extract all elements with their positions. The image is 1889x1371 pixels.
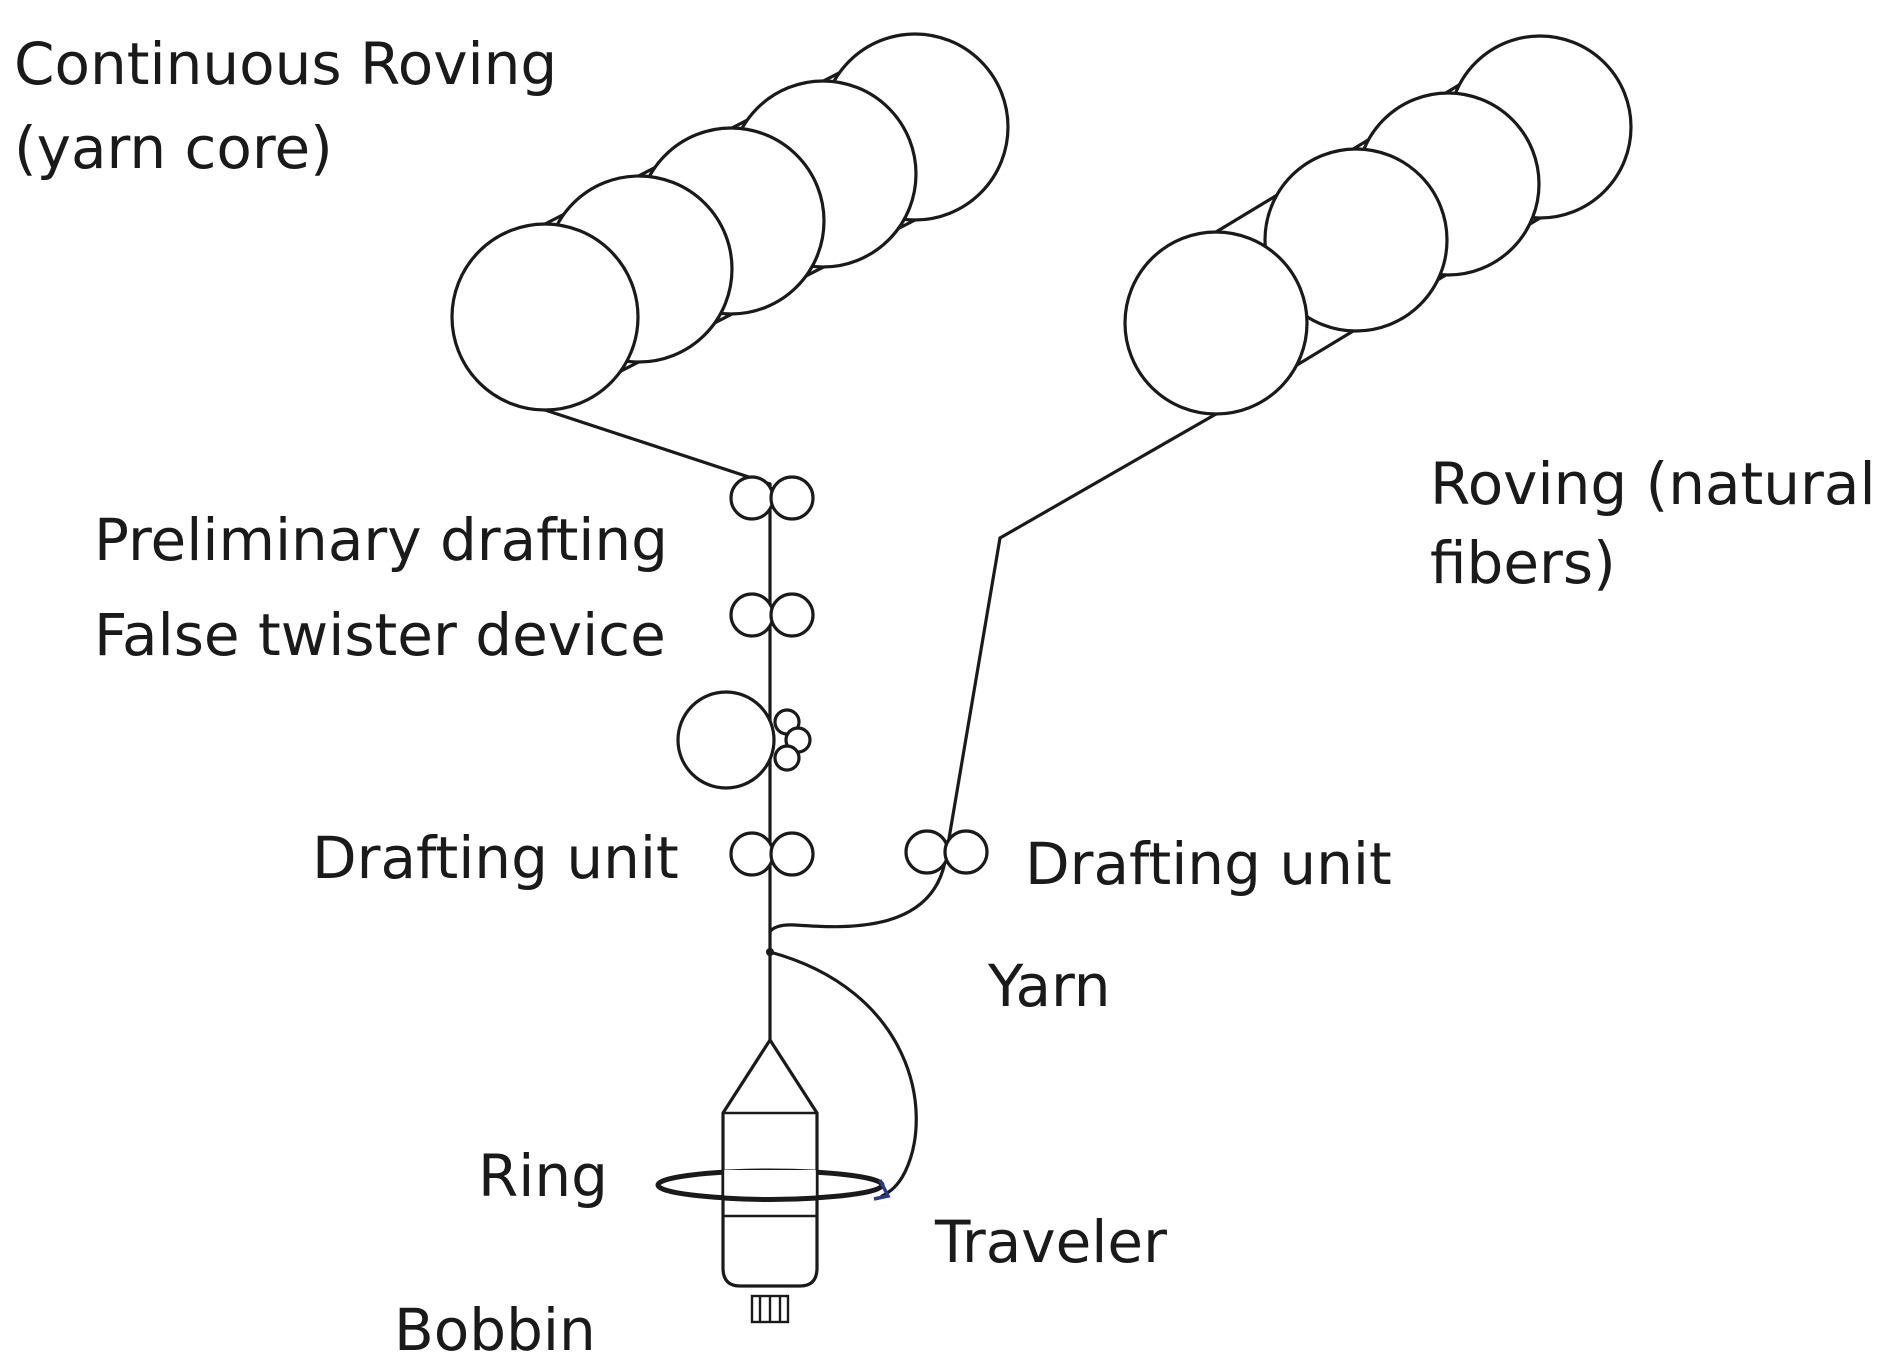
preliminary-drafting-rollers bbox=[729, 475, 815, 521]
bobbin-label: Bobbin bbox=[394, 1296, 596, 1364]
preliminary-drafting-label: Preliminary drafting bbox=[94, 506, 668, 574]
right-drafting-unit-label: Drafting unit bbox=[1025, 830, 1392, 898]
ring-label: Ring bbox=[478, 1142, 608, 1210]
false-twister-label: False twister device bbox=[94, 601, 666, 669]
yarn-balloon bbox=[766, 948, 918, 1198]
false-twister-rollers bbox=[729, 592, 815, 638]
left-drafting-unit-label: Drafting unit bbox=[312, 824, 679, 892]
left-drafting-unit-rollers bbox=[729, 831, 815, 877]
core-roving-label-line2: (yarn core) bbox=[14, 114, 333, 182]
natural-roving-package bbox=[1123, 34, 1633, 416]
natural-roving-label-line1: Roving (natural bbox=[1430, 450, 1876, 518]
right-drafting-unit-rollers bbox=[904, 829, 989, 875]
yarn-label: Yarn bbox=[987, 952, 1111, 1020]
core-roving-package bbox=[450, 32, 1010, 412]
traveler-label: Traveler bbox=[934, 1208, 1167, 1276]
false-twister-device bbox=[676, 690, 812, 790]
natural-strand-path bbox=[768, 412, 1218, 934]
traveler bbox=[873, 1179, 891, 1201]
core-roving-label-line1: Continuous Roving bbox=[14, 30, 557, 98]
natural-roving-label-line2: fibers) bbox=[1430, 529, 1616, 597]
ring bbox=[655, 1168, 885, 1202]
bobbin bbox=[721, 1037, 819, 1324]
